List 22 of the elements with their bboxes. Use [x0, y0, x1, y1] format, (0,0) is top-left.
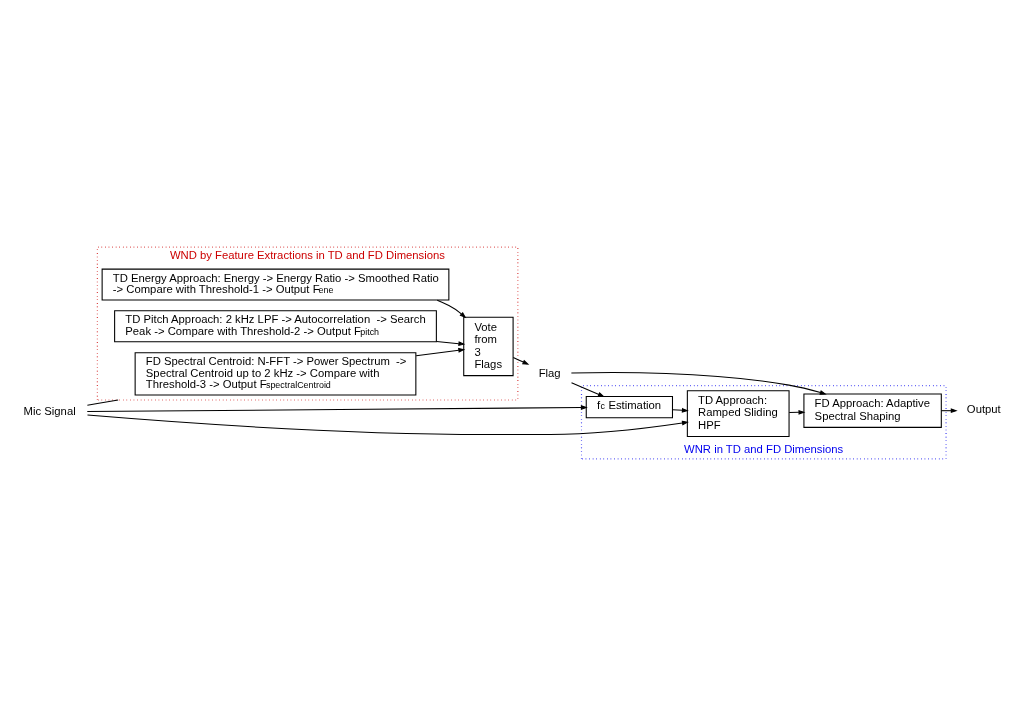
- arrow: [435, 340, 465, 346]
- arrow: [415, 347, 465, 356]
- node-box: Vote from 3 Flags: [462, 316, 514, 376]
- arrow: [512, 356, 529, 365]
- node-box: TD Approach: Ramped Sliding HPF: [686, 389, 790, 437]
- node-text: Output: [966, 402, 1001, 415]
- node-text: Mic Signal: [23, 404, 76, 417]
- arrow: [671, 407, 689, 413]
- node-box: FD Approach: Adaptive Spectral Shaping: [802, 393, 942, 428]
- node-box: FD Spectral Centroid: N-FFT -> Power Spectrum -> Spectral Centroid up to 2 kHz -> Compare with Threshold-3 -> Output FspectralCentroid: [134, 351, 416, 395]
- arrow: [940, 407, 958, 413]
- arrow: [570, 371, 827, 395]
- node-text: Flag: [538, 366, 561, 379]
- connector: [86, 398, 119, 406]
- arrow: [788, 409, 805, 415]
- arrow: [86, 404, 588, 412]
- arrow: [570, 381, 605, 397]
- arrow: [436, 299, 466, 318]
- node-box: fc Estimation: [585, 395, 673, 418]
- node-box: TD Pitch Approach: 2 kHz LPF -> Autocorrelation -> Search Peak -> Compare with Threshold-2 -> Output Fpitch: [113, 309, 437, 342]
- node-box: TD Energy Approach: Energy -> Energy Ratio -> Smoothed Ratio -> Compare with Threshold-1 -> Output Fene: [101, 268, 449, 301]
- arrow: [86, 414, 689, 435]
